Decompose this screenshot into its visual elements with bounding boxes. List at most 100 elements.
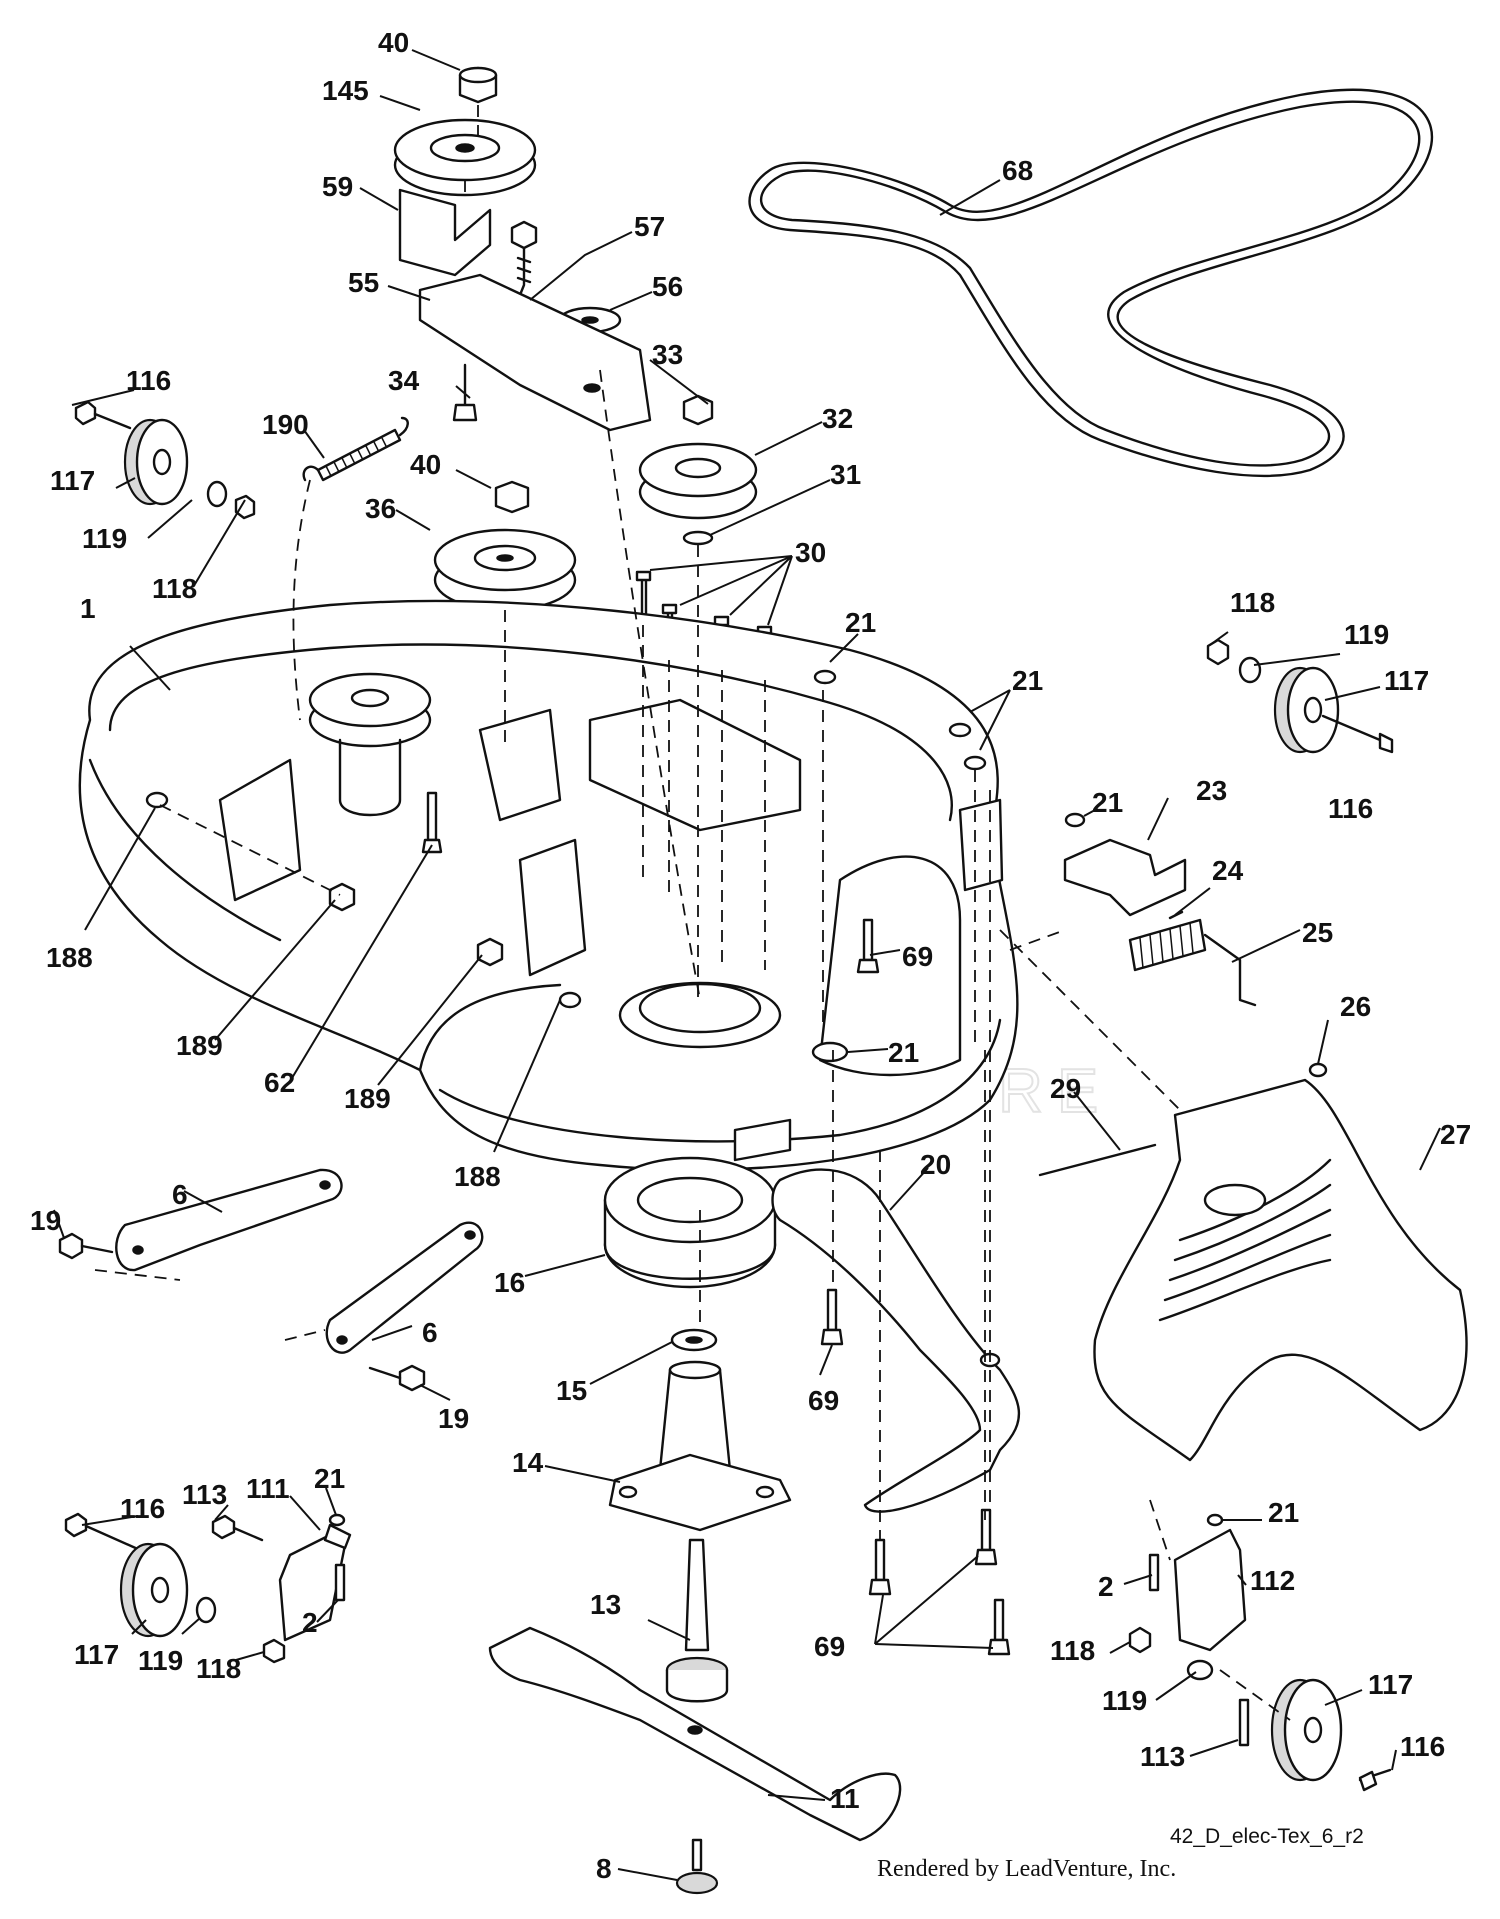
callout-36: 36 bbox=[365, 493, 396, 524]
callout-59: 59 bbox=[322, 171, 353, 202]
gauge-wheel-upper-right bbox=[1206, 638, 1394, 754]
callout-117-ll: 117 bbox=[74, 1639, 119, 1670]
mower-blade-11 bbox=[488, 1626, 902, 1842]
callout-190: 190 bbox=[262, 409, 309, 440]
callout-15: 15 bbox=[556, 1375, 587, 1406]
stabilizer-bar-6-lower bbox=[325, 1221, 484, 1354]
callout-40: 40 bbox=[378, 27, 409, 58]
part-callouts: 40 145 59 57 56 55 68 116 34 33 190 32 1… bbox=[30, 27, 1471, 1884]
callout-16: 16 bbox=[494, 1267, 525, 1298]
callout-69-a: 69 bbox=[902, 941, 933, 972]
callout-117: 117 bbox=[50, 465, 95, 496]
callout-1: 1 bbox=[80, 593, 96, 624]
callout-117-lr: 117 bbox=[1368, 1669, 1413, 1700]
callout-116-lr: 116 bbox=[1400, 1731, 1445, 1762]
callout-113-ll: 113 bbox=[182, 1479, 227, 1510]
callout-2-l: 2 bbox=[302, 1607, 318, 1638]
callout-19-b: 19 bbox=[438, 1403, 469, 1434]
assembly-lines bbox=[94, 105, 1291, 1721]
bolt-19-left bbox=[58, 1232, 114, 1260]
bolt-34 bbox=[452, 363, 478, 422]
callout-111: 111 bbox=[246, 1473, 290, 1504]
callout-2-r: 2 bbox=[1098, 1571, 1114, 1602]
gauge-wheel-upper-left bbox=[74, 400, 256, 520]
callout-6-a: 6 bbox=[172, 1179, 188, 1210]
callout-145: 145 bbox=[322, 75, 369, 106]
callout-117-ur: 117 bbox=[1384, 665, 1429, 696]
bracket-23 bbox=[1063, 812, 1187, 917]
callout-118-ur: 118 bbox=[1230, 587, 1275, 618]
spindle-guard-16 bbox=[603, 1156, 777, 1289]
callout-68: 68 bbox=[1002, 155, 1033, 186]
spindle-shaft-13 bbox=[665, 1538, 729, 1703]
callout-24: 24 bbox=[1212, 855, 1244, 886]
callout-21-f: 21 bbox=[1268, 1497, 1299, 1528]
idler-arm-55 bbox=[418, 273, 652, 432]
callout-31: 31 bbox=[830, 459, 861, 490]
callout-116: 116 bbox=[126, 365, 171, 396]
callout-189-b: 189 bbox=[344, 1083, 391, 1114]
callout-55: 55 bbox=[348, 267, 379, 298]
callout-21-b: 21 bbox=[1012, 665, 1043, 696]
callout-21-c: 21 bbox=[1092, 787, 1123, 818]
callout-29: 29 bbox=[1050, 1073, 1081, 1104]
callout-33: 33 bbox=[652, 339, 683, 370]
callout-189-a: 189 bbox=[176, 1030, 223, 1061]
discharge-deflector-27 bbox=[1093, 1078, 1468, 1462]
belt-68 bbox=[748, 88, 1434, 478]
callout-119: 119 bbox=[82, 523, 127, 554]
credit-text: Rendered by LeadVenture, Inc. bbox=[877, 1856, 1177, 1882]
rod-29 bbox=[1038, 1143, 1157, 1177]
callout-11: 11 bbox=[830, 1783, 860, 1814]
callout-116-ll: 116 bbox=[120, 1493, 165, 1524]
callout-62: 62 bbox=[264, 1067, 295, 1098]
spindle-housing-14 bbox=[608, 1360, 792, 1532]
callout-119-ur: 119 bbox=[1344, 619, 1389, 650]
callout-119-ll: 119 bbox=[138, 1645, 183, 1676]
callout-40-2: 40 bbox=[410, 449, 441, 480]
callout-119-lr: 119 bbox=[1102, 1685, 1147, 1716]
bolt-19-right bbox=[368, 1364, 426, 1392]
callout-19-a: 19 bbox=[30, 1205, 61, 1236]
callout-112: 112 bbox=[1250, 1565, 1295, 1596]
bracket-59 bbox=[398, 188, 492, 277]
washer-26 bbox=[1308, 1062, 1328, 1078]
callout-34: 34 bbox=[388, 365, 420, 396]
callout-57: 57 bbox=[634, 211, 665, 242]
bolts-69 bbox=[820, 1288, 1011, 1656]
callout-6-b: 6 bbox=[422, 1317, 438, 1348]
blade-bolt-8 bbox=[675, 1838, 719, 1895]
callout-25: 25 bbox=[1302, 917, 1333, 948]
washer-56-hole bbox=[581, 316, 599, 324]
callout-20: 20 bbox=[920, 1149, 951, 1180]
mower-deck-1 bbox=[78, 599, 1019, 1171]
callout-14: 14 bbox=[512, 1447, 544, 1478]
callout-118-lr: 118 bbox=[1050, 1635, 1095, 1666]
callout-56: 56 bbox=[652, 271, 683, 302]
blade-baffle-20 bbox=[771, 1168, 1021, 1513]
callout-21-d: 21 bbox=[888, 1037, 919, 1068]
callout-32: 32 bbox=[822, 403, 853, 434]
leader-lines bbox=[53, 49, 1441, 1881]
spring-25 bbox=[1128, 918, 1257, 1007]
callout-113-lr: 113 bbox=[1140, 1741, 1185, 1772]
gauge-wheel-lower-left bbox=[64, 1512, 352, 1664]
callout-21-a: 21 bbox=[845, 607, 876, 638]
deck-hardware bbox=[145, 669, 987, 1063]
spring-190 bbox=[302, 416, 409, 482]
callout-69-b: 69 bbox=[808, 1385, 839, 1416]
callout-27: 27 bbox=[1440, 1119, 1471, 1150]
callout-26: 26 bbox=[1340, 991, 1371, 1022]
callout-69-c: 69 bbox=[814, 1631, 845, 1662]
idler-pulley-145 bbox=[393, 66, 537, 197]
stabilizer-bar-6-upper bbox=[115, 1168, 343, 1272]
callout-30: 30 bbox=[795, 537, 826, 568]
idler-pulley-36 bbox=[433, 480, 577, 612]
bolt-57 bbox=[510, 220, 538, 302]
bearing-15 bbox=[670, 1328, 718, 1352]
callout-13: 13 bbox=[590, 1589, 621, 1620]
callout-188-b: 188 bbox=[454, 1161, 501, 1192]
callout-21-e: 21 bbox=[314, 1463, 345, 1494]
diagram-code: 42_D_elec-Tex_6_r2 bbox=[1170, 1825, 1364, 1848]
